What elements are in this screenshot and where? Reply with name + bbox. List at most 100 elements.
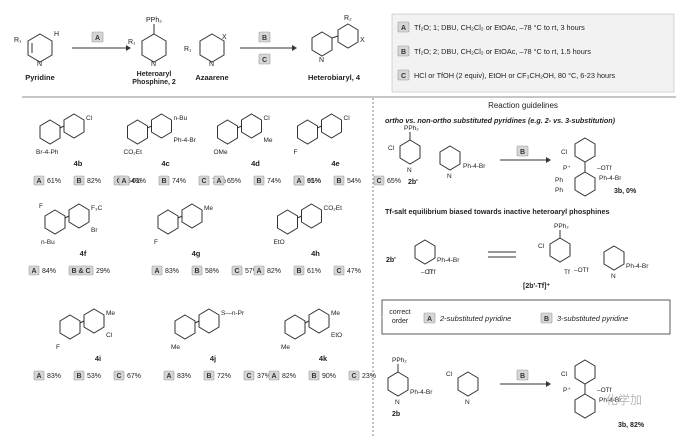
s3-pph2: PPh₂ [392,357,407,364]
substituent-label: Me [204,205,213,212]
pyridine-h-label: H [54,31,59,38]
s1-cl: Cl [388,145,395,152]
yield-tag-label: A [296,178,301,185]
s2-left-label: 2b' [386,257,396,264]
yield-tag-label: C [116,373,121,380]
azaarene-structure: R₁ X N [184,33,227,68]
condition-text: HCl or TfOH (2 equiv), EtOH or CF₃CH₂OH,… [414,71,616,80]
yield-value: 54% [347,178,361,185]
substituent-label: Ph-4-Br [174,137,197,144]
yield-value: 72% [217,373,231,380]
yield-tag-C [373,175,385,186]
guidelines-title: Reaction guidelines [488,101,558,110]
yield-tag-label: B & C [71,268,90,275]
compound-id: 4j [210,354,216,363]
phosphine-pph2-label: PPh₂ [146,17,162,24]
yield-value: 65% [387,178,401,185]
condition-tag-A [397,21,410,33]
s1-otf: –OTf [597,165,612,172]
yield-tag-label: B [336,178,341,185]
yield-tag-A [151,265,163,276]
svg-text:N: N [465,399,470,406]
yield-tag-B [73,175,85,186]
substituent-label: Me [264,137,273,144]
s1-product-cl: Cl [561,149,568,156]
top-scheme: N R₁ H Pyridine A PPh₂ N R₁ Heteroaryl P… [14,15,365,86]
yield-tag-label: C [234,268,239,275]
yield-value: 83% [165,268,179,275]
yield-tag-A [268,370,280,381]
yield-tag-A [28,265,40,276]
yield-tag-label: A [166,373,171,380]
s1-ph-b: Ph [555,187,563,194]
order-b-text: 3-substituted pyridine [557,314,628,323]
pyridine-r1-label: R₁ [14,37,22,44]
yield-tag-A [33,175,45,186]
arrow-c-tag [258,53,271,65]
yield-tag-A [33,370,45,381]
pyridine-structure: N R₁ H [14,31,59,68]
s1-product-label: 3b, 0% [614,188,637,195]
yield-value: 84% [42,268,56,275]
svg-text:N: N [151,61,156,68]
yield-tag-B [333,175,345,186]
compound-id: 4i [95,354,101,363]
s1-ph4br: Ph-4-Br [463,163,486,170]
order-tag-b: B [544,316,549,323]
substituent-label: EtO [331,332,342,339]
section2-scheme: 2b' –OTf Tf Ph-4-Br PPh₂ Cl Tf –OTf [2b'… [386,223,649,290]
substituent-label: F [56,344,60,351]
substituent-label: n-Bu [174,115,188,122]
s3-product-label: 3b, 82% [618,422,645,429]
guidelines-panel: Reaction guidelines ortho vs. non-ortho … [381,101,671,429]
s3-cl: Cl [446,371,453,378]
arrow-a-label: A [95,35,100,42]
substituent-label: F₃C [91,205,103,212]
s2-right-ph4br: Ph-4-Br [626,263,649,270]
compound-grid: ClBr-4-Ph4bA61%B82%C64%n-BuCO₂EtPh-4-Br4… [28,113,401,381]
yield-tag-A [213,175,225,186]
svg-text:N: N [319,57,324,64]
svg-text:N: N [395,399,400,406]
condition-text: Tf₂O; 1; DBU, CH₂Cl₂ or EtOAc, –78 °C to… [414,23,585,32]
s2-tf-b: Tf [564,269,570,276]
s1-arrow-label: B [520,149,525,156]
arrow-b-tag [258,31,271,43]
s2-otf: –OTf [421,269,436,276]
arrow-b-label: B [262,35,267,42]
yield-tag-label: A [256,268,261,275]
yield-tag-label: C [351,373,356,380]
yield-value: 61% [47,178,61,185]
substituent-label: Cl [344,115,351,122]
svg-text:N: N [407,167,412,174]
compound-id: 4d [251,159,260,168]
substituent-label: EtO [274,239,285,246]
azaarene-caption: Azaarene [195,73,228,82]
s1-left-label: 2b' [408,179,418,186]
substituent-label: F [39,203,43,210]
yield-tag-label: A [154,268,159,275]
substituent-label: Br-4-Ph [36,149,59,156]
s3-otf: –OTf [597,387,612,394]
yield-tag-B-C [68,265,94,276]
substituent-label: Cl [86,115,93,122]
s3-arrow-label: B [520,373,525,380]
condition-tag-C [397,69,410,81]
condition-tag-B [397,45,410,57]
svg-text:N: N [209,61,214,68]
yield-tag-label: B [256,178,261,185]
azaarene-r1-label: R₁ [184,46,192,53]
guideline-section-2: Tf-salt equilibrium biased towards inact… [385,207,609,216]
phosphine-structure: PPh₂ N R₁ [128,17,167,68]
yield-tag-C [231,265,243,276]
yield-tag-B [293,265,305,276]
yield-value: 91% [307,178,321,185]
phosphine-caption-line1: Heteroaryl [137,71,172,78]
correct-order-line2: order [392,318,409,325]
yield-tag-label: B [194,268,199,275]
correct-order-box: correct order A 2-substituted pyridine B… [381,299,671,335]
yield-tag-label: B [76,178,81,185]
